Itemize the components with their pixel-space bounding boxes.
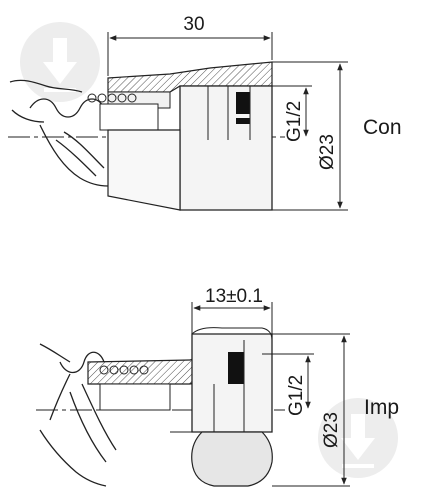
top-coupling bbox=[87, 61, 273, 131]
top-length-label: 30 bbox=[183, 14, 204, 35]
bottom-grip bbox=[191, 431, 273, 487]
bottom-diameter-label: Ø23 bbox=[321, 412, 342, 448]
top-hose bbox=[9, 79, 109, 187]
top-nut bbox=[107, 85, 273, 211]
bottom-variant-label: Imp bbox=[364, 396, 399, 419]
bottom-length-dimension: 13±0.1 bbox=[191, 286, 273, 334]
top-diameter-dimension: Ø23 bbox=[317, 63, 343, 209]
bottom-diameter-dimension: Ø23 bbox=[321, 335, 347, 485]
bottom-thread-dimension: G1/2 bbox=[286, 355, 311, 416]
bottom-nut bbox=[170, 327, 273, 433]
top-length-dimension: 30 bbox=[107, 14, 273, 76]
top-diameter-label: Ø23 bbox=[317, 134, 338, 170]
bottom-view-fitting: 13±0.1 G1/2 Ø23 Imp bbox=[36, 286, 399, 487]
bottom-thread-label: G1/2 bbox=[286, 375, 307, 416]
top-view-fitting: 30 G1/2 Ø23 Con bbox=[8, 14, 402, 211]
bottom-hose bbox=[39, 343, 117, 487]
top-variant-label: Con bbox=[363, 116, 402, 139]
watermark-top-left-icon bbox=[20, 22, 100, 102]
top-thread-label: G1/2 bbox=[284, 101, 305, 142]
top-thread-dimension: G1/2 bbox=[284, 87, 309, 142]
bottom-length-label: 13±0.1 bbox=[205, 286, 263, 307]
watermark-bottom-right-icon bbox=[318, 398, 398, 478]
